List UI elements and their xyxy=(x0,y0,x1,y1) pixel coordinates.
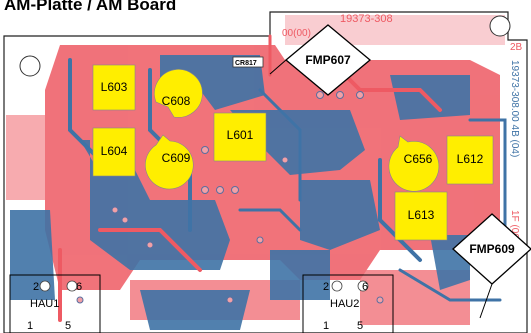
hau2-outline xyxy=(302,274,394,333)
fmp607-diamond xyxy=(284,24,372,96)
coil-l601-label: L601 xyxy=(227,128,254,142)
coil-l604-label: L604 xyxy=(101,144,128,158)
capacitor-c609 xyxy=(144,134,194,190)
hau2-pin-2 xyxy=(331,280,343,292)
connector-hau1: 2 6 HAU1 1 5 xyxy=(9,274,101,333)
capacitor-c608 xyxy=(154,69,203,118)
page-title: AM-Platte / AM Board xyxy=(4,0,177,14)
cr817-marker xyxy=(232,56,264,68)
coil-l612 xyxy=(446,135,494,185)
coil-l613 xyxy=(394,191,448,241)
capacitor-c656-label: C656 xyxy=(404,152,433,166)
hau1-pin-6 xyxy=(66,280,78,292)
capacitor-components: C608 C609 C656 xyxy=(144,69,440,192)
hau1-pin-5-label: 5 xyxy=(65,320,71,332)
capacitor-c656 xyxy=(388,135,440,192)
board-number-top: 19373-308 xyxy=(340,13,393,25)
board-number-vertical: 19373-308.00 4B (04) xyxy=(509,60,520,157)
fmp607-leader xyxy=(269,59,287,75)
coil-components: L603 L604 L601 L612 L613 xyxy=(92,64,494,241)
mounting-hole-left xyxy=(19,55,41,77)
capacitor-c609-label: C609 xyxy=(162,151,191,165)
hau1-pin-2 xyxy=(39,280,51,292)
mounting-hole-right xyxy=(489,15,511,37)
hau1-pin-2-label: 2 xyxy=(33,281,39,293)
hau1-label: HAU1 xyxy=(30,298,59,310)
coil-l601 xyxy=(213,112,267,162)
board-number-partial: 00(00) xyxy=(282,28,311,39)
board-side-label: 2B xyxy=(510,42,523,53)
coil-l603-label: L603 xyxy=(101,80,128,94)
test-point-fmp609: FMP609 xyxy=(452,213,531,319)
cr817-label: CR817 xyxy=(235,60,257,67)
hau1-pin-6-label: 6 xyxy=(76,281,82,293)
capacitor-c608-label: C608 xyxy=(162,94,191,108)
hau1-outline xyxy=(9,274,101,333)
fmp607-label: FMP607 xyxy=(305,53,351,67)
hau2-pin-5-label: 5 xyxy=(357,320,363,332)
connector-hau2: 2 6 HAU2 1 5 xyxy=(302,274,394,333)
coil-l612-label: L612 xyxy=(457,152,484,166)
fmp609-leader xyxy=(479,283,493,319)
hau2-pin-1-label: 1 xyxy=(323,320,329,332)
hau2-pin-2-label: 2 xyxy=(323,281,329,293)
fmp609-label: FMP609 xyxy=(469,242,515,256)
hau2-pin-6-label: 6 xyxy=(362,281,368,293)
coil-l613-label: L613 xyxy=(408,208,435,222)
board-code-vertical: 1F (00) xyxy=(509,210,520,242)
hau1-pin-1-label: 1 xyxy=(27,320,33,332)
coil-l604 xyxy=(92,127,136,177)
test-point-fmp607: FMP607 xyxy=(269,24,372,96)
coil-l603 xyxy=(92,64,136,111)
hau2-label: HAU2 xyxy=(330,298,359,310)
hau2-pin-6 xyxy=(357,280,369,292)
